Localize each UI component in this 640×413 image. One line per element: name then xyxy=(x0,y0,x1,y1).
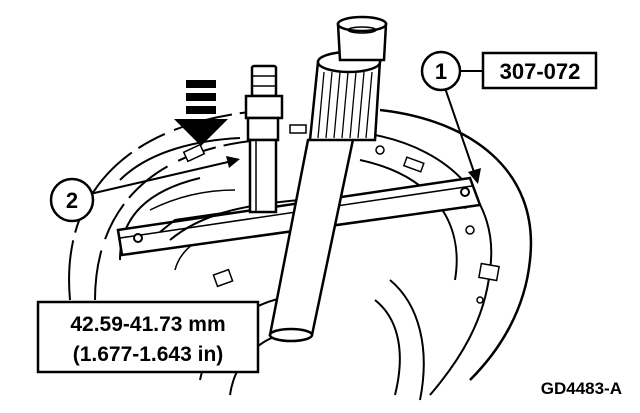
downward-arrow xyxy=(174,80,228,146)
callout-2-circle xyxy=(49,177,95,223)
tool-number-label: 307-072 xyxy=(500,59,581,84)
tool-number-box xyxy=(481,51,598,90)
measurement-metric: 42.59-41.73 mm xyxy=(70,313,225,336)
callout-1-number: 1 xyxy=(435,59,447,84)
ring-slots xyxy=(182,124,500,304)
figure-code: GD4483-A xyxy=(541,379,622,398)
callout-2-arrowhead xyxy=(226,156,240,168)
depth-gauge-probe xyxy=(244,64,284,214)
callout-1-arrowhead xyxy=(468,168,481,184)
callout-1-leader xyxy=(444,87,476,176)
callout-2-leader xyxy=(89,161,229,195)
measurement-box: 42.59-41.73 mm (1.677-1.643 in) xyxy=(36,300,260,374)
input-shaft xyxy=(268,15,388,343)
callout-1-circle xyxy=(420,50,462,92)
callout-2: 2 xyxy=(49,156,240,223)
callout-1: 1 307-072 xyxy=(420,50,598,184)
measurement-imperial: (1.677-1.643 in) xyxy=(73,343,224,366)
callout-2-number: 2 xyxy=(66,188,78,213)
